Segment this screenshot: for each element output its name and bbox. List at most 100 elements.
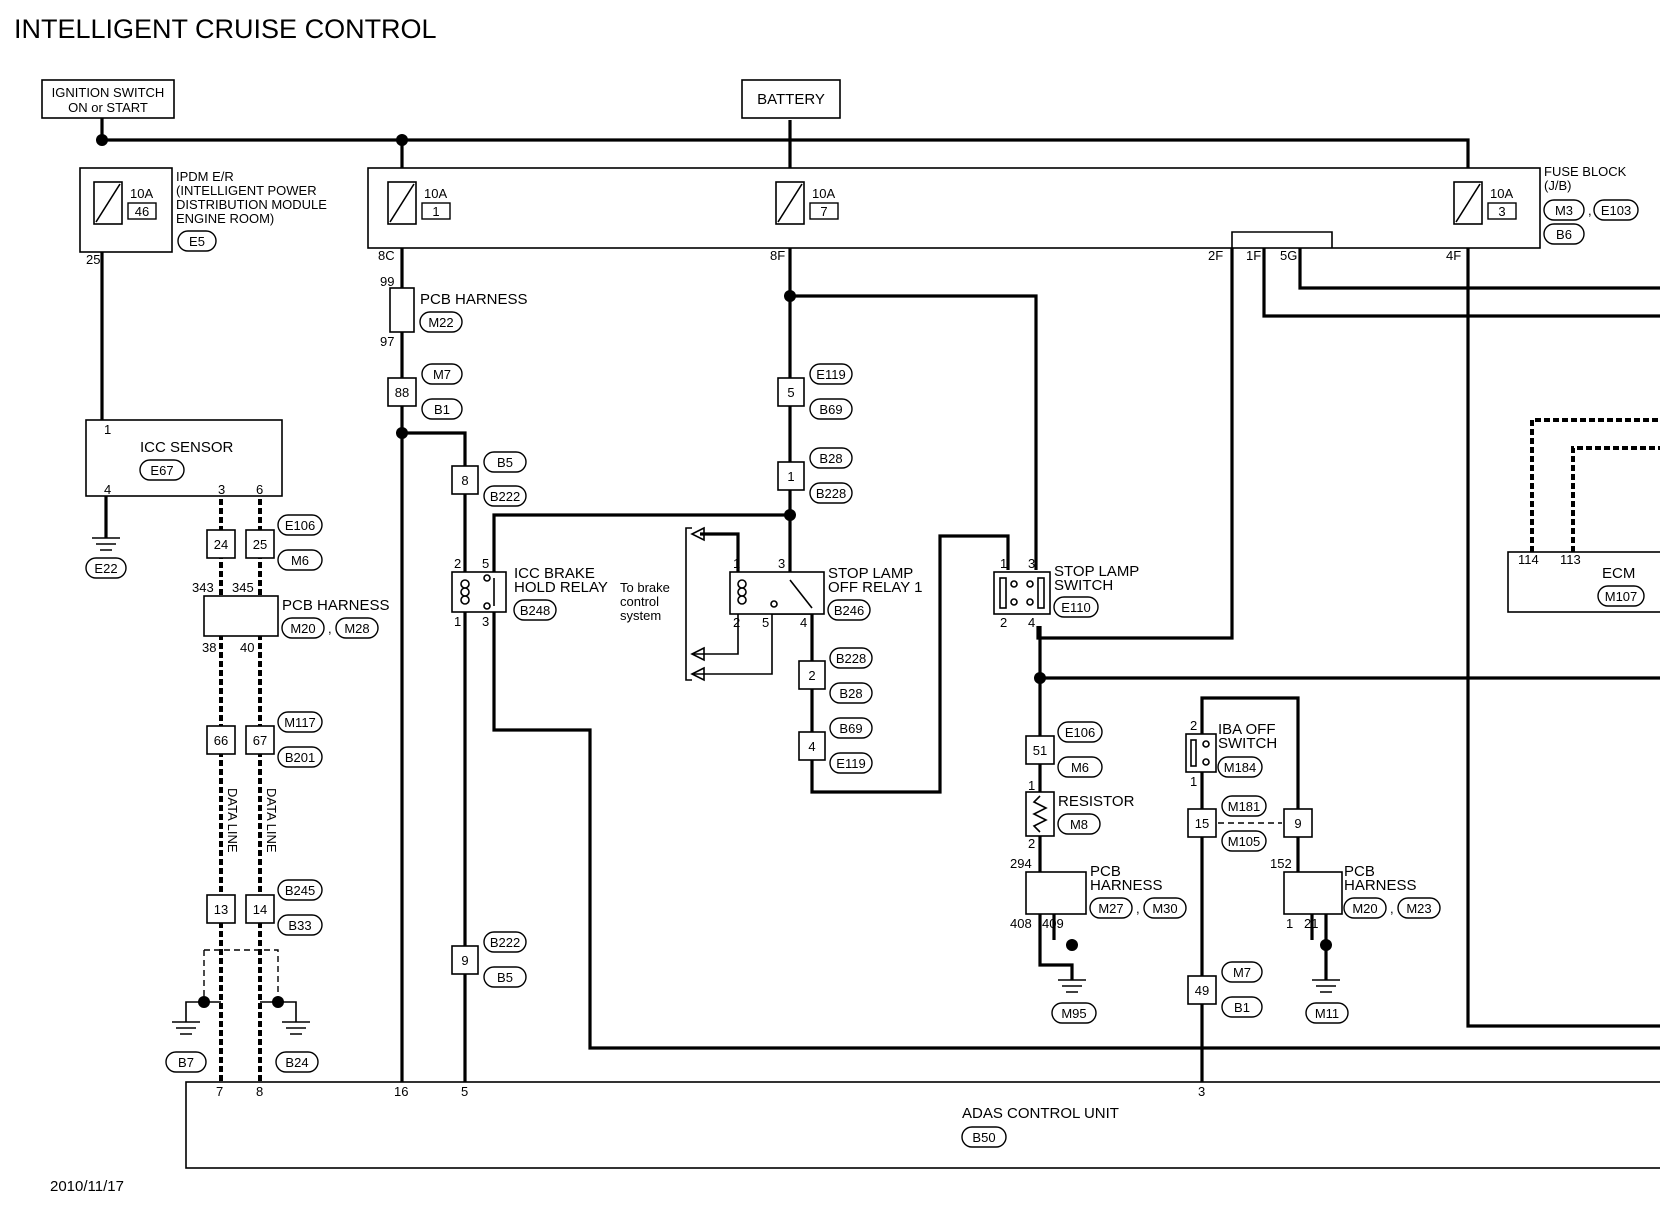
svg-text:2: 2 (1028, 836, 1035, 851)
svg-text:B28: B28 (819, 451, 842, 466)
joint-1: 1 B28 B228 (777, 447, 853, 504)
svg-text:PCB HARNESS: PCB HARNESS (420, 291, 528, 308)
svg-text:B248: B248 (520, 603, 550, 618)
svg-text:,: , (328, 621, 332, 636)
svg-text:4: 4 (104, 482, 111, 497)
svg-text:IGNITION SWITCH: IGNITION SWITCH (52, 85, 165, 100)
svg-text:10A: 10A (130, 186, 153, 201)
svg-text:B7: B7 (178, 1055, 194, 1070)
svg-text:E22: E22 (94, 561, 117, 576)
svg-text:FUSE BLOCK: FUSE BLOCK (1544, 164, 1627, 179)
svg-text:3: 3 (1198, 1084, 1205, 1099)
svg-text:B1: B1 (434, 402, 450, 417)
svg-text:M28: M28 (344, 621, 369, 636)
svg-text:13: 13 (214, 902, 228, 917)
svg-text:(INTELLIGENT POWER: (INTELLIGENT POWER (176, 183, 317, 198)
svg-text:B69: B69 (819, 402, 842, 417)
stop-lamp-switch: 1 3 2 4 STOP LAMP SWITCH E110 (993, 556, 1139, 630)
stop-lamp-off-relay: 1 3 2 5 4 STOP LAMP OFF RELAY 1 B246 (729, 556, 922, 630)
svg-text:BATTERY: BATTERY (757, 91, 825, 108)
svg-text:3: 3 (1498, 204, 1505, 219)
svg-text:B222: B222 (490, 489, 520, 504)
svg-text:PCB: PCB (1344, 863, 1375, 880)
svg-text:1: 1 (1286, 916, 1293, 931)
svg-text:9: 9 (461, 953, 468, 968)
svg-text:control: control (620, 594, 659, 609)
svg-text:1F: 1F (1246, 248, 1261, 263)
svg-text:B24: B24 (285, 1055, 308, 1070)
svg-text:B1: B1 (1234, 1000, 1250, 1015)
svg-text:M11: M11 (1315, 1006, 1339, 1021)
svg-text:M22: M22 (428, 315, 453, 330)
svg-text:5: 5 (461, 1084, 468, 1099)
svg-text:B69: B69 (839, 721, 862, 736)
svg-text:E106: E106 (1065, 725, 1095, 740)
joint-2: 2 B228 B28 (798, 647, 873, 704)
svg-text:SWITCH: SWITCH (1218, 735, 1277, 752)
svg-text:M20: M20 (290, 621, 315, 636)
svg-text:ICC SENSOR: ICC SENSOR (140, 439, 234, 456)
fuse-block: 10A 1 8C 10A 7 8F 10A 3 4F 2F 1F 5G FUSE… (367, 164, 1639, 263)
svg-text:B6: B6 (1556, 227, 1572, 242)
iba-off-switch: 2 1 IBA OFF SWITCH M184 (1185, 718, 1277, 789)
joint-24-25: 24 25 E106 M6 (206, 514, 323, 571)
svg-text:STOP LAMP: STOP LAMP (828, 565, 913, 582)
svg-text:7: 7 (216, 1084, 223, 1099)
pcb-harness-m20-m28: 343 345 38 40 PCB HARNESS M20 , M28 (192, 580, 390, 655)
svg-text:5G: 5G (1280, 248, 1297, 263)
svg-text:1: 1 (104, 422, 111, 437)
joint-15-9: 15 9 M181 M105 (1187, 795, 1313, 852)
svg-text:M181: M181 (1228, 799, 1261, 814)
svg-text:114: 114 (1518, 552, 1539, 567)
svg-text:B246: B246 (834, 603, 864, 618)
svg-text:,: , (1390, 901, 1394, 916)
data-line-label-2: DATA LINE (264, 788, 279, 853)
pcb-harness-m20-m23: 152 1 21 PCB HARNESS M20 , M23 (1270, 856, 1441, 931)
svg-text:24: 24 (214, 537, 228, 552)
svg-text:3: 3 (1028, 556, 1035, 571)
svg-text:5: 5 (787, 385, 794, 400)
svg-text:M27: M27 (1098, 901, 1123, 916)
svg-text:DISTRIBUTION MODULE: DISTRIBUTION MODULE (176, 197, 327, 212)
joint-4: 4 B69 E119 (798, 717, 873, 774)
battery-source: BATTERY (741, 79, 841, 119)
ipdm-er: 10A 46 IPDM E/R (INTELLIGENT POWER DISTR… (79, 167, 327, 267)
svg-text:113: 113 (1560, 552, 1581, 567)
svg-text:M184: M184 (1224, 760, 1257, 775)
svg-text:343: 343 (192, 580, 214, 595)
svg-text:ADAS CONTROL UNIT: ADAS CONTROL UNIT (962, 1105, 1119, 1122)
svg-text:2: 2 (454, 556, 461, 571)
svg-text:B228: B228 (836, 651, 866, 666)
svg-text:38: 38 (202, 640, 216, 655)
svg-text:15: 15 (1195, 816, 1209, 831)
svg-text:408: 408 (1010, 916, 1032, 931)
svg-text:HARNESS: HARNESS (1344, 877, 1417, 894)
svg-text:2: 2 (1000, 615, 1007, 630)
svg-text:E67: E67 (150, 463, 173, 478)
svg-text:STOP LAMP: STOP LAMP (1054, 563, 1139, 580)
svg-text:66: 66 (214, 733, 228, 748)
svg-text:16: 16 (394, 1084, 408, 1099)
svg-text:6: 6 (256, 482, 263, 497)
svg-text:PCB HARNESS: PCB HARNESS (282, 597, 390, 614)
svg-text:1: 1 (1000, 556, 1007, 571)
svg-text:88: 88 (395, 385, 409, 400)
svg-text:8F: 8F (770, 248, 785, 263)
svg-text:10A: 10A (812, 186, 835, 201)
svg-text:M107: M107 (1605, 589, 1638, 604)
data-line-label-1: DATA LINE (225, 788, 240, 853)
svg-text:M8: M8 (1070, 817, 1088, 832)
joint-8: 8 B5 B222 (451, 451, 527, 507)
svg-text:M117: M117 (284, 715, 316, 730)
svg-text:21: 21 (1304, 916, 1318, 931)
svg-text:,: , (1136, 901, 1140, 916)
svg-text:2: 2 (808, 668, 815, 683)
svg-text:409: 409 (1042, 916, 1064, 931)
svg-text:1: 1 (454, 614, 461, 629)
ecm: 114 113 ECM M107 (1507, 551, 1660, 613)
svg-text:M6: M6 (291, 553, 309, 568)
svg-text:IBA OFF: IBA OFF (1218, 721, 1276, 738)
svg-text:67: 67 (253, 733, 267, 748)
svg-text:9: 9 (1294, 816, 1301, 831)
